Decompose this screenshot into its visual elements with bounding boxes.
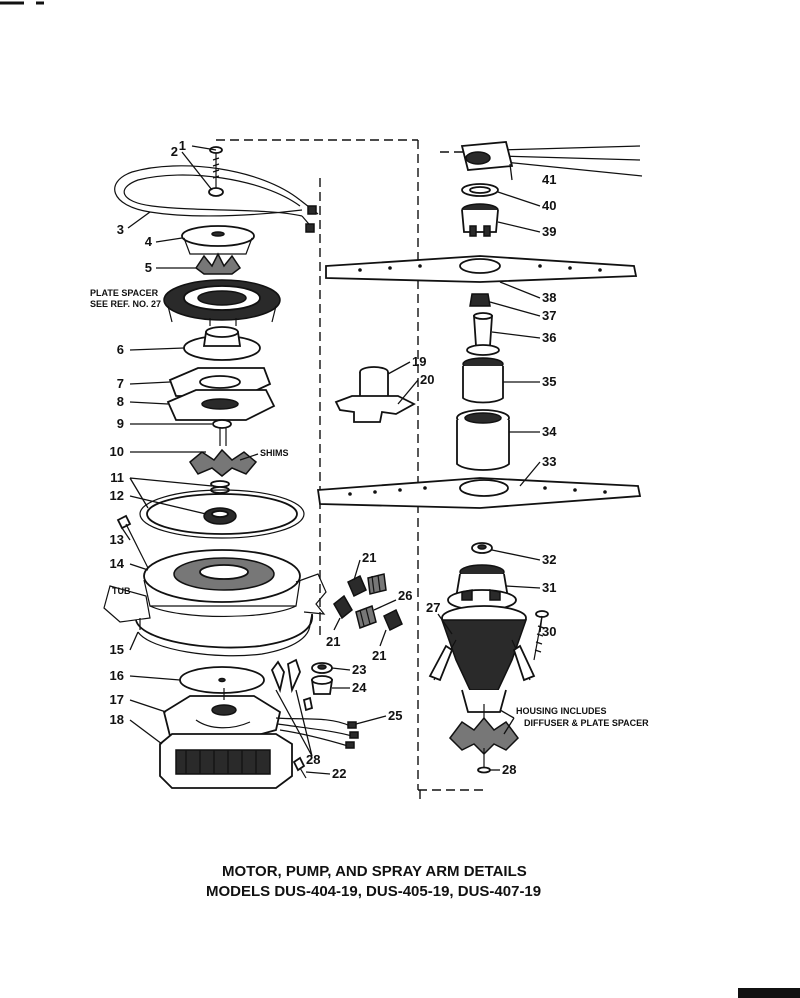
part-bolt-13 [116, 514, 149, 569]
part-heating-element-3 [114, 165, 319, 233]
part-springs-21-26 [333, 573, 403, 632]
part-upper-spray-arm-38 [325, 255, 638, 283]
note-plate-spacer-line2: SEE REF. NO. 27 [90, 299, 161, 309]
callout-12: 12 [110, 488, 124, 503]
callout-13: 13 [110, 532, 124, 547]
part-hub-39 [461, 203, 499, 237]
part-motor-plate-16 [179, 666, 265, 694]
callout-21b: 21 [326, 634, 340, 649]
part-lower-spray-arm-33 [316, 477, 642, 509]
callout-31: 31 [542, 580, 556, 595]
part-pump-housing-14 [103, 549, 327, 623]
part-tower-34 [456, 409, 510, 471]
callout-21a: 21 [362, 550, 376, 565]
callout-38b: 39 [542, 224, 556, 239]
part-cap-24 [310, 675, 334, 695]
callout-22: 22 [332, 766, 346, 781]
callout-21c: 21 [372, 648, 386, 663]
part-nut-37 [469, 293, 491, 307]
callout-2: 2 [171, 144, 178, 159]
part-pump-cover-6 [183, 326, 261, 361]
callout-16: 16 [110, 668, 124, 683]
callout-7: 7 [117, 376, 124, 391]
callout-15: 15 [110, 642, 124, 657]
part-screw-22 [292, 756, 307, 779]
part-notes: PLATE SPACER SEE REF. NO. 27 SHIMS TUB H… [90, 288, 649, 728]
callout-labels: 1 2 3 4 5 6 7 8 9 10 11 12 13 14 15 16 1… [110, 138, 558, 781]
callout-26: 26 [398, 588, 412, 603]
callout-8: 8 [117, 394, 124, 409]
part-cap-32 [471, 542, 493, 554]
callout-10: 10 [110, 444, 124, 459]
callout-5: 5 [145, 260, 152, 275]
callout-33: 33 [542, 454, 556, 469]
part-supply-tube-41 [460, 141, 643, 177]
part-motor-18 [159, 688, 293, 789]
diagram-title: MOTOR, PUMP, AND SPRAY ARM DETAILS MODEL… [206, 863, 541, 900]
callout-30: 30 [542, 624, 556, 639]
note-housing-line2: DIFFUSER & PLATE SPACER [524, 718, 649, 728]
alignment-lines [216, 139, 485, 800]
part-plate-spacer [163, 279, 281, 326]
callout-20: 20 [420, 372, 434, 387]
part-impeller-plate-4 [181, 225, 255, 255]
callout-37: 37 [542, 308, 556, 323]
note-shims: SHIMS [260, 448, 289, 458]
callout-23: 23 [352, 662, 366, 677]
callout-25: 25 [388, 708, 402, 723]
part-tube-36 [466, 312, 500, 356]
part-washer-2 [208, 187, 224, 197]
callout-18: 18 [110, 712, 124, 727]
note-housing-line1: HOUSING INCLUDES [516, 706, 607, 716]
callout-19: 19 [412, 354, 426, 369]
part-bracket-19-20 [334, 366, 416, 423]
callout-41: 41 [542, 172, 556, 187]
title-line-2: MODELS DUS-404-19, DUS-405-19, DUS-407-1… [206, 883, 541, 900]
callout-38a: 38 [542, 290, 556, 305]
callout-11: 11 [110, 470, 124, 485]
callout-24: 24 [352, 680, 367, 695]
note-tub: TUB [112, 586, 131, 596]
part-chopper-5 [194, 252, 242, 275]
callout-14: 14 [110, 556, 125, 571]
callout-35: 35 [542, 374, 556, 389]
callout-32: 32 [542, 552, 556, 567]
part-impeller-10 [189, 428, 258, 477]
part-manifold-31 [447, 564, 517, 611]
callout-3: 3 [117, 222, 124, 237]
part-pump-plate-8 [166, 389, 276, 421]
note-plate-spacer-line1: PLATE SPACER [90, 288, 159, 298]
part-pump-housing-27 [428, 605, 536, 713]
corner-mark-bottom-right [738, 988, 800, 998]
callout-27: 27 [426, 600, 440, 615]
leader-lines [121, 145, 543, 775]
callout-36: 36 [542, 330, 556, 345]
part-shims-11-hub-12 [139, 480, 305, 539]
callout-4: 4 [145, 234, 153, 249]
part-ring-nut-40 [461, 183, 499, 197]
part-sleeve-35 [462, 357, 504, 404]
callout-28b: 28 [502, 762, 516, 777]
part-wiring-25-28 [270, 658, 359, 749]
callout-40: 40 [542, 198, 556, 213]
part-tub-ring-15 [135, 613, 313, 657]
part-nut-23 [311, 662, 333, 674]
title-line-1: MOTOR, PUMP, AND SPRAY ARM DETAILS [222, 863, 527, 880]
part-gasket-7 [168, 367, 272, 397]
callout-34: 34 [542, 424, 557, 439]
callout-1: 1 [179, 138, 186, 153]
callout-9: 9 [117, 416, 124, 431]
callout-6: 6 [117, 342, 124, 357]
part-screw-28 [302, 696, 314, 712]
part-seal-9 [212, 419, 232, 429]
callout-28a: 28 [306, 752, 320, 767]
callout-17: 17 [110, 692, 124, 707]
